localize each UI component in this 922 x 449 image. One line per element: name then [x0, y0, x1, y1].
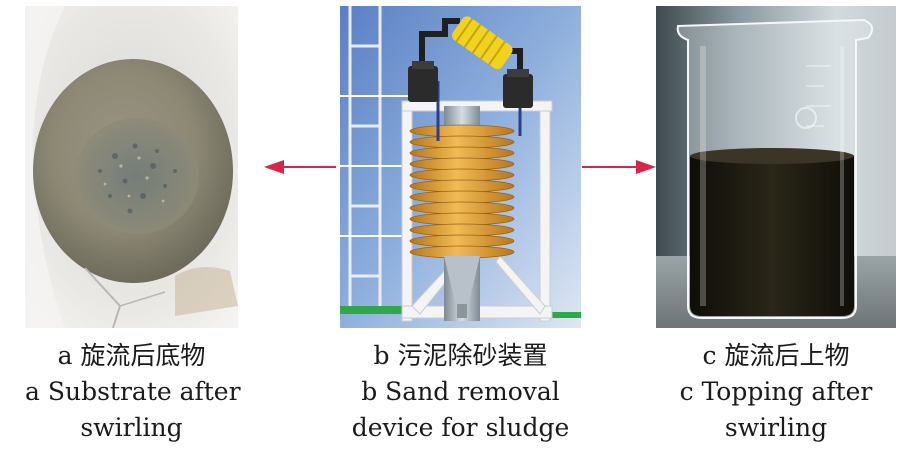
coil-ring: [409, 201, 515, 215]
coil-ring: [409, 135, 515, 149]
topping-beaker-photo: [656, 6, 896, 328]
caption-en-line1: a Substrate after: [25, 377, 241, 406]
caption-zh: a 旋流后底物: [57, 341, 206, 370]
caption-topping: c 旋流后上物 c Topping after swirling: [656, 338, 896, 446]
caption-zh: c 旋流后上物: [702, 341, 850, 370]
caption-en-line1: b Sand removal: [361, 377, 560, 406]
caption-en-line2: device for sludge: [351, 413, 570, 442]
coil-ring: [409, 190, 515, 204]
arrow-left-icon: [264, 160, 336, 174]
caption-en-line2: swirling: [80, 413, 183, 442]
caption-zh: b 污泥除砂装置: [373, 341, 548, 370]
arrow-right-icon: [582, 160, 656, 174]
coil-ring: [409, 157, 515, 171]
coil-ring: [409, 124, 515, 138]
coil-ring: [409, 179, 515, 193]
coil-ring: [409, 146, 515, 160]
caption-en-line1: c Topping after: [679, 377, 873, 406]
coil-ring: [409, 223, 515, 237]
coil-ring: [409, 168, 515, 182]
substrate-photo: [25, 6, 238, 328]
caption-sand-removal-device: b 污泥除砂装置 b Sand removal device for sludg…: [330, 338, 591, 446]
sand-removal-device-diagram: [340, 6, 581, 328]
coil-ring: [409, 212, 515, 226]
caption-en-line2: swirling: [724, 413, 828, 442]
coil-ring: [409, 234, 515, 248]
caption-substrate: a 旋流后底物 a Substrate after swirling: [25, 338, 241, 446]
